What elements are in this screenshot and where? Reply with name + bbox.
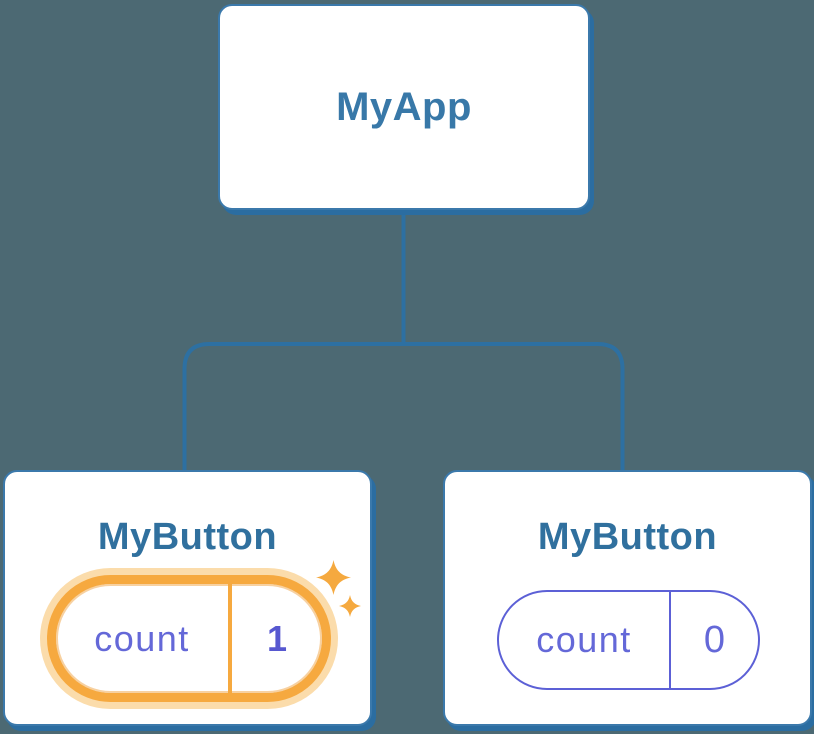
state-value-cell: 0: [671, 592, 758, 688]
component-node-myapp: MyApp: [218, 4, 590, 210]
state-key-label: count: [94, 617, 190, 659]
state-value-cell: 1: [232, 584, 322, 693]
component-node-mybutton-right: MyButton count 0: [443, 470, 812, 726]
state-pill-highlighted: count 1: [47, 575, 331, 702]
state-key-cell: count: [56, 584, 228, 693]
pill-divider: [228, 584, 232, 693]
sparkle-icon-small: [339, 595, 361, 617]
state-key-label: count: [536, 619, 632, 660]
component-label-mybutton-right: MyButton: [537, 516, 718, 558]
state-key-cell: count: [499, 592, 669, 688]
component-label-mybutton-left: MyButton: [97, 516, 278, 558]
state-value-label: 1: [266, 617, 288, 659]
pill-divider: [669, 592, 671, 688]
component-node-mybutton-left: MyButton count 1: [3, 470, 372, 726]
component-label-myapp: MyApp: [336, 84, 472, 129]
sparkle-icon: [316, 560, 351, 595]
state-value-label: 0: [703, 618, 726, 661]
branch-connector-line: [182, 342, 625, 474]
state-pill: count 0: [497, 590, 760, 690]
